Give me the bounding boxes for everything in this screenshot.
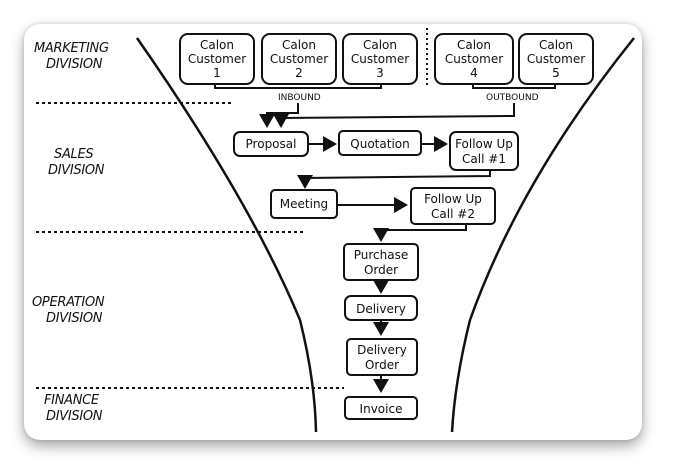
arrow-followup1-meeting: [297, 170, 491, 189]
svg-text:SALES: SALES: [54, 147, 93, 162]
step-delivery-order[interactable]: Delivery Order: [346, 338, 418, 376]
svg-text:FINANCE: FINANCE: [44, 393, 100, 408]
division-label-sales: SALES DIVISION: [48, 147, 105, 178]
svg-text:Calon: Calon: [457, 38, 491, 52]
step-delivery[interactable]: Delivery: [344, 295, 418, 321]
step-meeting[interactable]: Meeting: [270, 189, 338, 219]
svg-text:MARKETING: MARKETING: [34, 41, 109, 56]
svg-text:Customer: Customer: [527, 52, 585, 66]
division-label-operation: OPERATION DIVISION: [32, 295, 105, 326]
svg-text:DIVISION: DIVISION: [46, 57, 103, 72]
division-label-finance: FINANCE DIVISION: [44, 393, 103, 424]
step-quotation[interactable]: Quotation: [338, 130, 422, 156]
svg-text:Call #1: Call #1: [462, 152, 506, 166]
svg-text:Customer: Customer: [351, 52, 409, 66]
step-followup-call-1[interactable]: Follow Up Call #1: [449, 131, 519, 171]
svg-text:Customer: Customer: [445, 52, 503, 66]
customer-node-5[interactable]: Calon Customer 5: [518, 33, 594, 85]
svg-text:Delivery: Delivery: [357, 343, 407, 357]
outbound-label: OUTBOUND: [486, 93, 539, 103]
outbound-bracket: [472, 84, 556, 89]
svg-text:DIVISION: DIVISION: [48, 163, 105, 178]
customer-node-2[interactable]: Calon Customer 2: [261, 33, 337, 85]
step-proposal[interactable]: Proposal: [233, 131, 309, 157]
svg-text:Meeting: Meeting: [280, 197, 328, 211]
svg-text:Quotation: Quotation: [350, 137, 409, 151]
svg-text:Calon: Calon: [363, 38, 397, 52]
svg-text:Order: Order: [365, 358, 399, 372]
svg-text:OPERATION: OPERATION: [32, 295, 105, 310]
svg-text:1: 1: [213, 66, 221, 80]
svg-text:Customer: Customer: [188, 52, 246, 66]
inbound-connector: [259, 103, 299, 128]
svg-text:Proposal: Proposal: [246, 137, 297, 151]
step-purchase-order[interactable]: Purchase Order: [343, 243, 419, 281]
inbound-bracket: [214, 84, 382, 89]
customer-node-1[interactable]: Calon Customer 1: [179, 33, 255, 85]
svg-text:DIVISION: DIVISION: [46, 311, 103, 326]
svg-text:Follow Up: Follow Up: [424, 192, 482, 206]
svg-text:DIVISION: DIVISION: [46, 409, 103, 424]
customer-node-4[interactable]: Calon Customer 4: [434, 33, 514, 85]
funnel-right-edge: [450, 37, 635, 433]
svg-text:2: 2: [295, 66, 303, 80]
svg-text:Customer: Customer: [270, 52, 328, 66]
arrow-followup2-purchase: [373, 224, 467, 242]
svg-text:Calon: Calon: [539, 38, 573, 52]
step-followup-call-2[interactable]: Follow Up Call #2: [410, 187, 496, 225]
svg-text:Calon: Calon: [282, 38, 316, 52]
svg-text:Follow Up: Follow Up: [455, 137, 513, 151]
funnel-left-edge: [135, 37, 318, 433]
svg-text:Order: Order: [364, 263, 398, 277]
inbound-label: INBOUND: [278, 93, 321, 103]
customer-node-3[interactable]: Calon Customer 3: [342, 33, 418, 85]
svg-text:5: 5: [552, 66, 560, 80]
outbound-connector: [273, 103, 515, 128]
svg-text:3: 3: [376, 66, 384, 80]
svg-text:Invoice: Invoice: [360, 402, 403, 416]
svg-text:Delivery: Delivery: [356, 302, 406, 316]
svg-text:Purchase: Purchase: [354, 248, 409, 262]
division-label-marketing: MARKETING DIVISION: [34, 41, 109, 72]
svg-text:Calon: Calon: [200, 38, 234, 52]
svg-text:Call #2: Call #2: [431, 207, 475, 221]
step-invoice[interactable]: Invoice: [344, 396, 418, 420]
svg-text:4: 4: [470, 66, 478, 80]
